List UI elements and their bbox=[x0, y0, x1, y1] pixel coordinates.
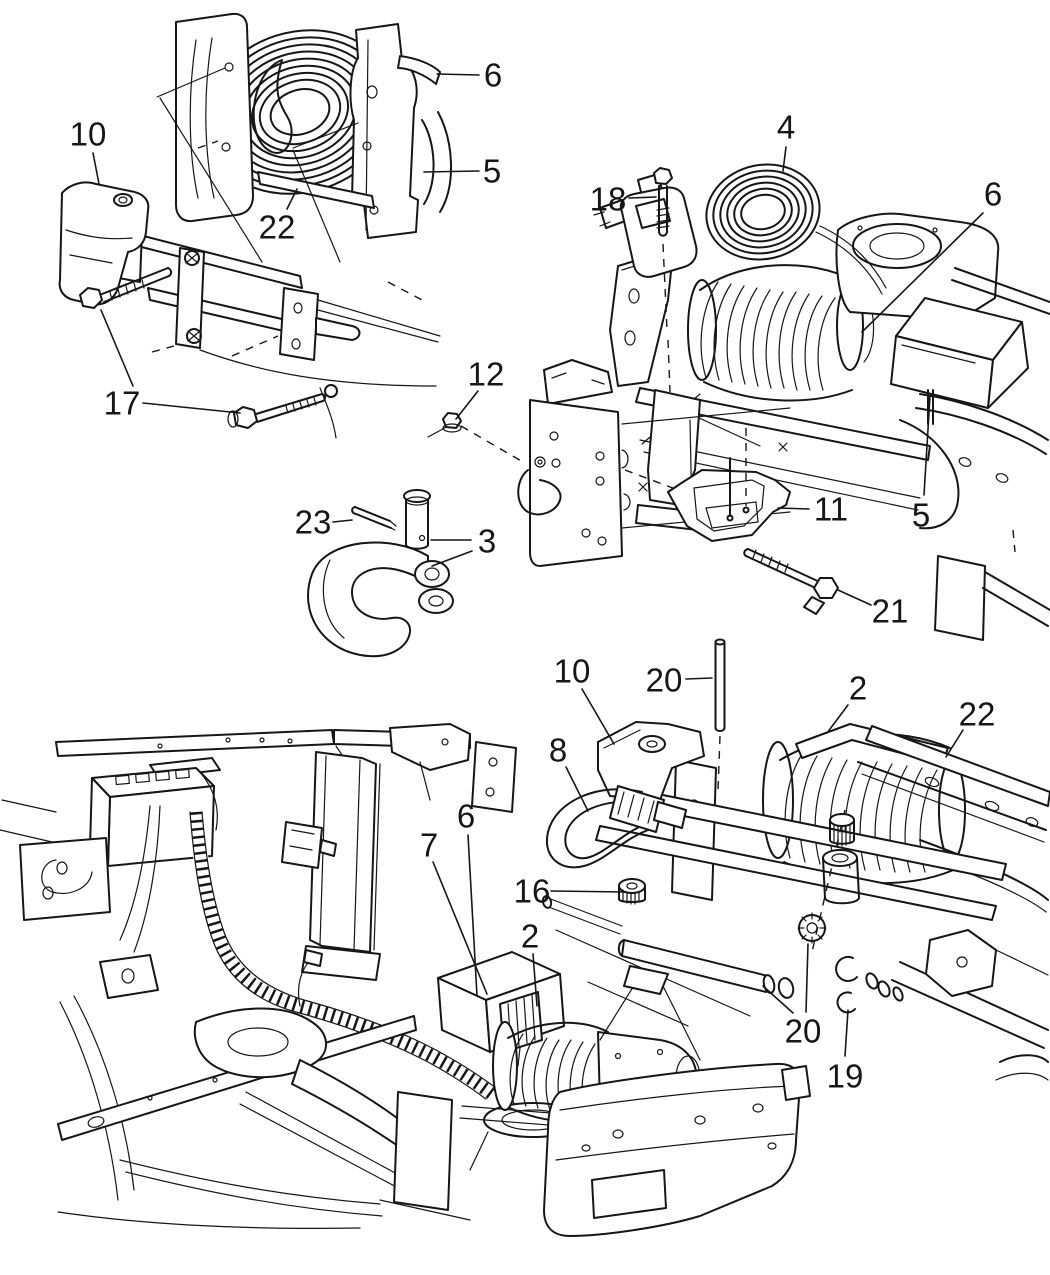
leader-line-11 bbox=[777, 507, 810, 510]
small-connector-bracket bbox=[281, 821, 337, 869]
fairlead-tie-bar bbox=[257, 171, 375, 209]
crossmember-bar bbox=[635, 387, 931, 461]
left-frame-plates bbox=[0, 799, 361, 1229]
leader-line-20 bbox=[685, 677, 713, 680]
leader-line-22 bbox=[286, 188, 298, 210]
leader-line-6 bbox=[436, 73, 480, 76]
tow-hook-bracket bbox=[58, 181, 150, 306]
tie-down-arm bbox=[315, 317, 361, 341]
leader-line-19 bbox=[844, 1009, 849, 1057]
wiring-harness bbox=[188, 811, 497, 1101]
leader-line-6 bbox=[467, 834, 478, 997]
leader-line-2 bbox=[826, 704, 849, 734]
leader-line-23 bbox=[332, 519, 353, 523]
gear-washer bbox=[797, 912, 827, 944]
frame-rail-22 bbox=[857, 725, 1050, 913]
leader-line-12 bbox=[455, 390, 479, 420]
leader-line-10 bbox=[581, 688, 615, 745]
hook-eye-lower bbox=[418, 588, 454, 614]
battery-cable bbox=[119, 805, 151, 941]
winch-control-box bbox=[890, 297, 1029, 409]
leader-line-20 bbox=[762, 985, 794, 1014]
leader-line-10 bbox=[92, 152, 100, 185]
leader-line-22 bbox=[945, 729, 964, 758]
hook-eye-upper bbox=[414, 560, 450, 588]
nut-12 bbox=[427, 412, 524, 463]
tow-hook-3 bbox=[307, 541, 454, 658]
bolt-17-lower bbox=[227, 384, 338, 429]
front-frame-bracket-assembly bbox=[58, 181, 524, 463]
hook-anchor-bracket-11 bbox=[624, 428, 791, 542]
vehicle-front-end-view bbox=[0, 723, 811, 1237]
front-bumper bbox=[543, 1062, 811, 1237]
lower-crossbar bbox=[595, 825, 997, 921]
frame-rails-right bbox=[899, 267, 1050, 641]
motor-housing-arc bbox=[421, 119, 435, 205]
winch-upright bbox=[671, 759, 717, 901]
lower-frame-suspension bbox=[57, 954, 417, 1217]
winch-installed-view bbox=[517, 163, 1050, 641]
bolt-17-upper bbox=[79, 267, 173, 309]
winch-mounting-plate bbox=[517, 359, 791, 567]
leader-line-17 bbox=[100, 309, 134, 387]
leader-line-18 bbox=[628, 196, 657, 199]
pin-20 bbox=[714, 638, 726, 791]
frame-center-post bbox=[175, 247, 205, 349]
support-column bbox=[301, 751, 381, 981]
strap-clamp bbox=[609, 785, 665, 833]
knurled-nut-16 bbox=[618, 878, 646, 905]
retainer-clips-19 bbox=[835, 955, 904, 1014]
leader-line-3 bbox=[431, 550, 473, 567]
housing-ring bbox=[852, 223, 942, 269]
tow-bracket-10-exploded bbox=[597, 721, 705, 801]
leader-line-21 bbox=[837, 589, 872, 606]
bolt-21 bbox=[743, 548, 839, 615]
leader-line-20 bbox=[805, 943, 809, 1013]
frame-right-channel bbox=[279, 287, 319, 361]
drum-left-end-plate bbox=[175, 12, 254, 223]
clevis-pin bbox=[403, 489, 431, 563]
weld-nut bbox=[184, 250, 200, 266]
hook-strap-8 bbox=[545, 785, 687, 869]
spacer-tube-20 bbox=[541, 895, 795, 1017]
frame-rail-end bbox=[397, 55, 441, 85]
bumper-cutout bbox=[591, 1169, 667, 1219]
weld-nut bbox=[186, 328, 202, 344]
leader-line-5 bbox=[923, 395, 931, 496]
leader-line-2 bbox=[532, 953, 538, 1007]
callout-leader-lines bbox=[92, 73, 984, 1057]
leader-line-4 bbox=[782, 146, 787, 172]
bolt-18 bbox=[653, 167, 673, 393]
leader-line-6 bbox=[861, 212, 984, 333]
winch-exploded-view bbox=[541, 638, 1050, 1081]
winch-drum-closeup bbox=[156, 12, 453, 301]
spacer-stack-20 bbox=[797, 809, 860, 953]
slack-cable-loop bbox=[252, 59, 293, 154]
frame-lower-right bbox=[891, 929, 1049, 1081]
cotter-pin-23 bbox=[351, 506, 397, 531]
leader-line-5 bbox=[423, 170, 480, 173]
radiator-support bbox=[55, 723, 517, 813]
tow-hook-assembly bbox=[307, 489, 454, 658]
leader-line-8 bbox=[565, 766, 589, 812]
leader-line-17 bbox=[142, 402, 241, 414]
leader-line-16 bbox=[550, 890, 627, 893]
leader-line-7 bbox=[432, 861, 488, 995]
